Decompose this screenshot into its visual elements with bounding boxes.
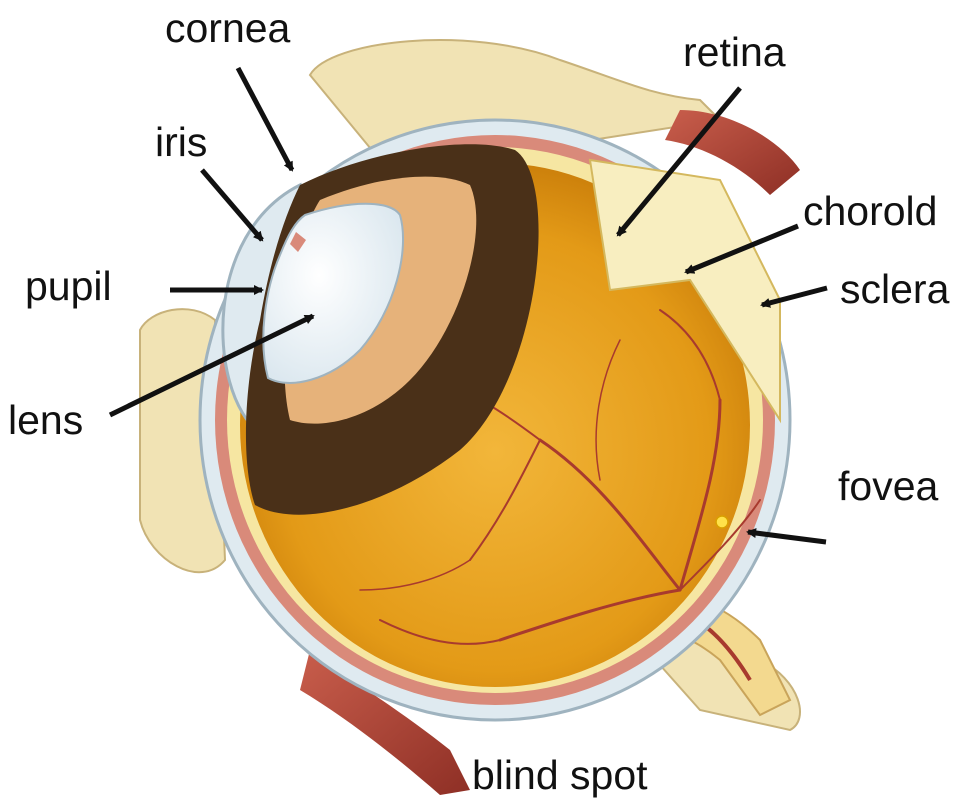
label-cornea: cornea xyxy=(165,8,290,49)
arrow-iris xyxy=(202,170,262,240)
label-fovea: fovea xyxy=(838,466,938,507)
label-sclera: sclera xyxy=(840,269,949,310)
label-blind-spot: blind spot xyxy=(472,755,648,796)
fovea-spot xyxy=(716,516,728,528)
label-pupil: pupil xyxy=(25,266,112,307)
arrow-cornea xyxy=(238,68,292,170)
label-choroid: chorold xyxy=(803,191,937,232)
label-iris: iris xyxy=(155,122,207,163)
label-retina: retina xyxy=(683,32,786,73)
label-lens: lens xyxy=(8,400,83,441)
